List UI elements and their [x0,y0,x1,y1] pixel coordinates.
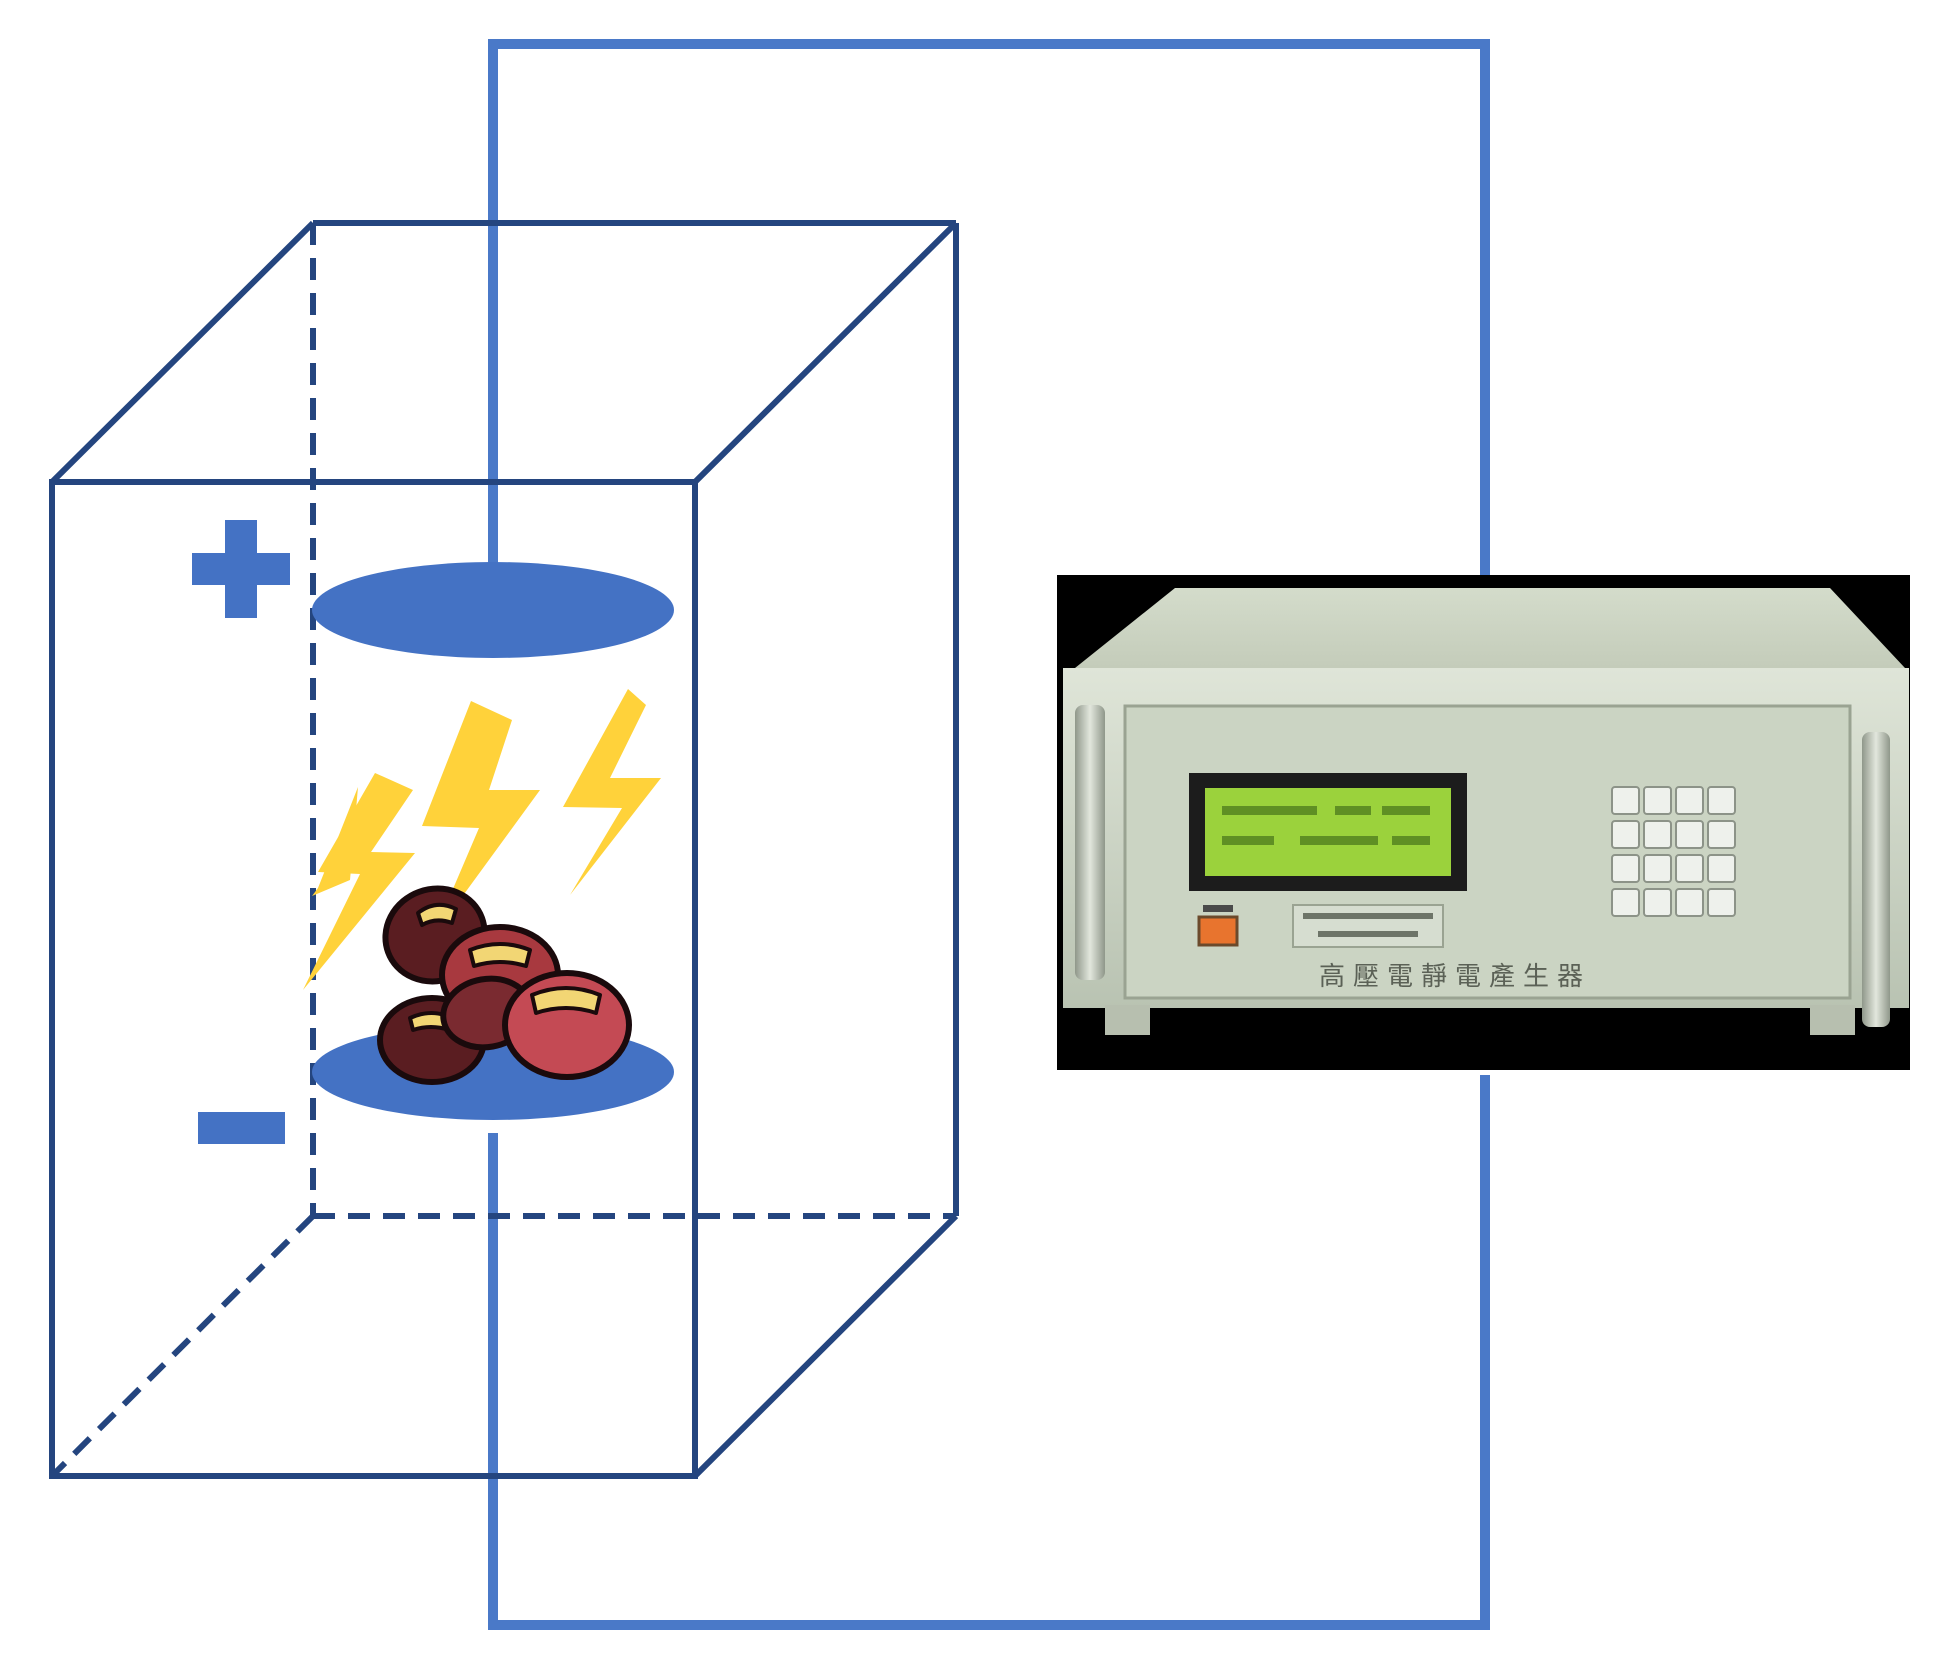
keypad-key [1707,786,1736,815]
lcd-text-rows [1222,806,1430,845]
lightning-bolt-icon [303,773,415,990]
high-voltage-generator: 高壓電靜電產生器 [1057,575,1910,1070]
wire-circuit [488,39,1490,1630]
rack-handle-right [1862,732,1890,1027]
plus-sign [192,520,290,618]
power-switch-label [1203,905,1233,912]
chamber-hidden-edges [49,223,956,1479]
keypad-key [1643,854,1672,883]
keypad-key [1643,786,1672,815]
lcd-display [1205,788,1451,876]
keypad-icon [1611,786,1736,917]
wire-bottom [488,1075,1490,1630]
lightning-bolt-icon [563,689,661,895]
device-foot-left [1105,1005,1150,1035]
keypad-key [1675,854,1704,883]
keypad-key [1643,820,1672,849]
rack-handle-left [1075,705,1105,980]
lightning-bolts [303,689,661,990]
keypad-key [1611,854,1640,883]
chamber-front-face [49,479,698,1479]
lightning-bolt-icon [312,787,358,896]
keypad-key [1675,888,1704,917]
lightning-bolt-icon [422,701,540,938]
device-foot-right [1810,1005,1855,1035]
bean-icon [502,970,632,1080]
keypad-key [1643,888,1672,917]
keypad-key [1675,786,1704,815]
keypad-key [1675,820,1704,849]
treatment-chamber [49,220,959,1479]
positive-electrode-plate [312,562,674,658]
keypad-key [1707,888,1736,917]
wire-top [488,39,1490,610]
device-label-plate [1292,904,1444,948]
keypad-key [1611,786,1640,815]
keypad-key [1611,888,1640,917]
keypad-key [1611,820,1640,849]
keypad-key [1707,854,1736,883]
device-label-text [1303,913,1433,937]
minus-sign [198,1112,285,1144]
device-panel-title: 高壓電靜電產生器 [1319,962,1591,992]
device-top [1075,588,1905,668]
keypad-key [1707,820,1736,849]
beans [377,885,632,1085]
power-switch-icon [1197,915,1239,947]
